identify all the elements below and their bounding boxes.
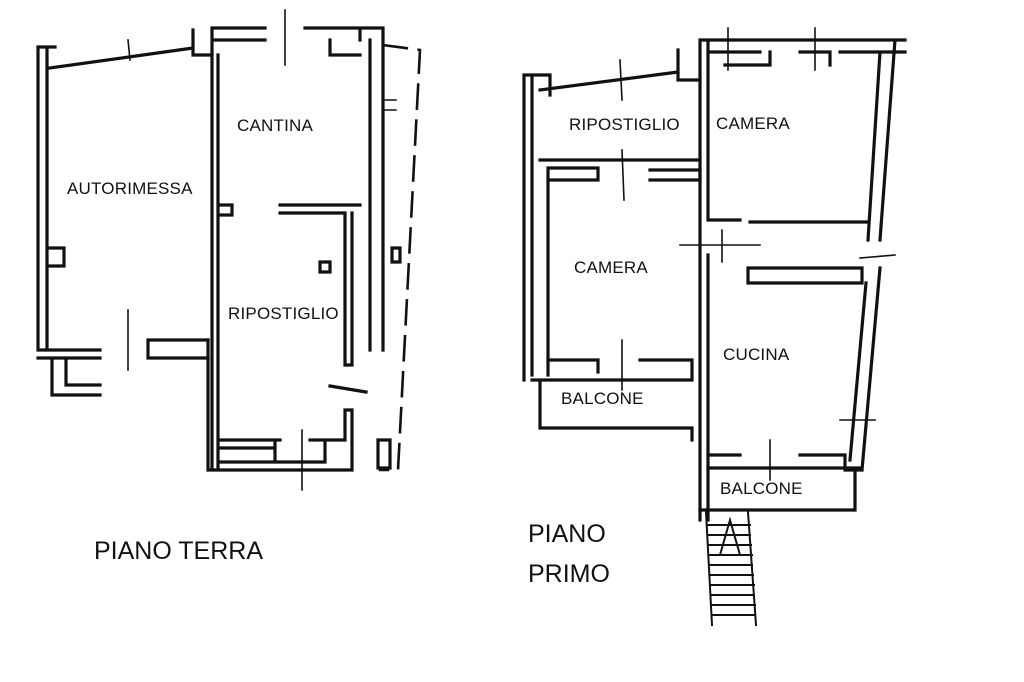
cantina-walls xyxy=(206,26,402,472)
autorimessa-walls xyxy=(36,28,214,397)
room-label-balcone-bottom: BALCONE xyxy=(720,479,803,498)
room-label-ripostiglio-ground: RIPOSTIGLIO xyxy=(228,304,339,323)
ground-floor-plan xyxy=(36,9,422,491)
floor-title-first-line1: PIANO xyxy=(528,520,606,548)
room-label-cucina: CUCINA xyxy=(723,345,790,364)
floor-title-first-line2: PRIMO xyxy=(528,560,610,588)
first-ripostiglio-walls xyxy=(522,48,702,382)
room-label-cantina: CANTINA xyxy=(237,116,314,135)
ground-window-ticks xyxy=(127,9,397,491)
room-label-ripostiglio-first: RIPOSTIGLIO xyxy=(569,115,680,134)
first-cucina-walls xyxy=(698,266,882,512)
room-label-autorimessa: AUTORIMESSA xyxy=(67,179,193,198)
room-label-balcone-left: BALCONE xyxy=(561,389,644,408)
ground-dashed-outline xyxy=(378,43,422,472)
room-label-camera-top: CAMERA xyxy=(716,114,790,133)
floor-title-ground: PIANO TERRA xyxy=(94,537,264,565)
first-window-ticks xyxy=(619,27,896,481)
room-label-camera-left: CAMERA xyxy=(574,258,648,277)
first-camera-walls xyxy=(698,38,907,522)
first-floor-plan xyxy=(522,27,907,627)
first-camera-left-walls xyxy=(530,358,694,442)
first-stairs xyxy=(704,510,758,627)
